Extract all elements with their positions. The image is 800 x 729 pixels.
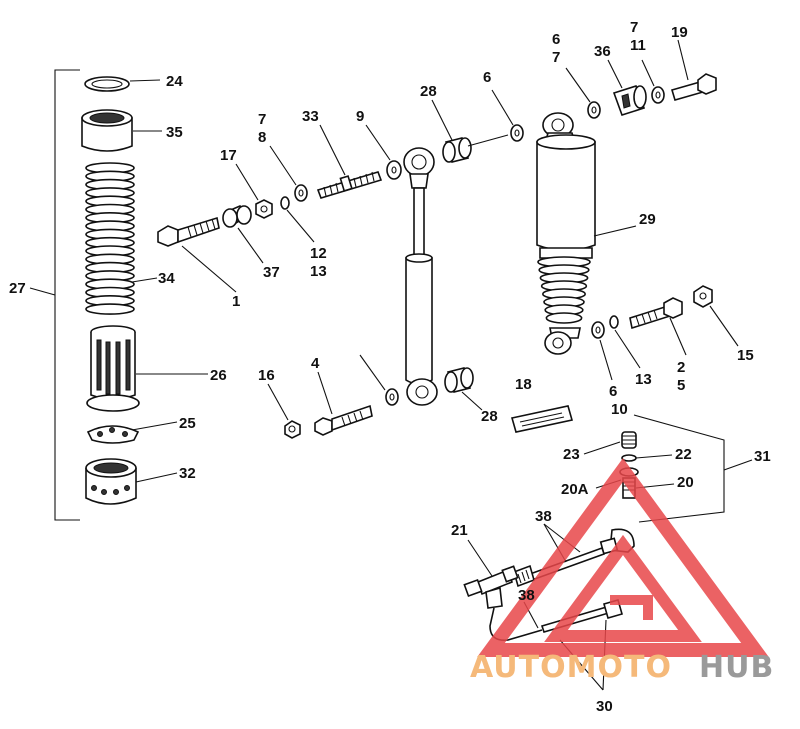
callout-31: 31 xyxy=(754,448,771,465)
callout-13b: 13 xyxy=(635,371,652,388)
damper-unit-center xyxy=(359,147,438,406)
tee-fitting-21 xyxy=(463,539,519,609)
callout-6b: 6 xyxy=(552,31,560,48)
washer-6-upper xyxy=(491,89,524,142)
callout-35: 35 xyxy=(166,124,183,141)
callout-12: 12 xyxy=(310,245,327,262)
callout-6c: 6 xyxy=(609,383,617,400)
callout-20A: 20A xyxy=(561,481,589,498)
callout-6a: 6 xyxy=(483,69,491,86)
oring-22 xyxy=(621,454,673,462)
callout-38a: 38 xyxy=(535,508,552,525)
bushing-28-lower xyxy=(444,367,483,411)
callout-25: 25 xyxy=(179,415,196,432)
callout-38b: 38 xyxy=(518,587,535,604)
callout-36: 36 xyxy=(594,43,611,60)
washer-9 xyxy=(365,124,402,180)
callout-10: 10 xyxy=(611,401,628,418)
adjuster-plate-25 xyxy=(86,421,178,444)
callout-7a: 7 xyxy=(258,111,266,128)
callout-11: 11 xyxy=(630,37,646,54)
nut-15 xyxy=(693,285,739,347)
bracket-31 xyxy=(633,414,753,523)
watermark-triangle-logo xyxy=(477,458,769,657)
washer-6-right xyxy=(565,67,601,119)
callout-37: 37 xyxy=(263,264,280,281)
callout-9: 9 xyxy=(356,108,364,125)
callout-28b: 28 xyxy=(481,408,498,425)
callout-26: 26 xyxy=(210,367,227,384)
callout-18: 18 xyxy=(515,376,532,393)
nut-16 xyxy=(267,383,301,439)
callout-7b: 7 xyxy=(552,49,560,66)
washer-8 xyxy=(269,145,308,202)
watermark-text-primary: AUTOMOTO xyxy=(470,650,672,685)
label-plate-18 xyxy=(510,405,574,433)
bracket-27 xyxy=(29,69,80,521)
callout-23: 23 xyxy=(563,446,580,463)
nut-17 xyxy=(235,163,273,219)
callout-1: 1 xyxy=(232,293,240,310)
callout-21: 21 xyxy=(451,522,468,539)
callout-4: 4 xyxy=(311,355,320,372)
callout-15: 15 xyxy=(737,347,754,364)
callout-13a: 13 xyxy=(310,263,327,280)
spring-seat-35 xyxy=(81,109,162,152)
callout-labels: 24 35 34 27 26 25 32 17 7 8 33 9 28 6 6 … xyxy=(9,19,771,715)
bolt-19 xyxy=(671,39,717,101)
callout-16: 16 xyxy=(258,367,275,384)
washer-6-lower xyxy=(591,321,613,381)
washer-11 xyxy=(641,59,665,104)
cap-23 xyxy=(583,431,637,455)
callout-20: 20 xyxy=(677,474,694,491)
shock-absorber-29 xyxy=(536,112,637,355)
sleeve-36 xyxy=(607,59,647,116)
callout-7c: 7 xyxy=(630,19,638,36)
callout-33: 33 xyxy=(302,108,319,125)
callout-27: 27 xyxy=(9,280,26,297)
bushing-28-upper xyxy=(431,99,509,163)
washer-lower-center xyxy=(385,388,399,406)
washer-13 xyxy=(609,315,641,369)
bolt-4 xyxy=(314,371,373,436)
callout-24: 24 xyxy=(166,73,183,90)
callout-5: 5 xyxy=(677,377,685,394)
callout-28a: 28 xyxy=(420,83,437,100)
spring-coil xyxy=(85,303,135,315)
callout-8a: 8 xyxy=(258,129,266,146)
callout-19: 19 xyxy=(671,24,688,41)
retaining-ring-24 xyxy=(84,76,161,92)
washer-12 xyxy=(280,196,315,243)
bellows-fold xyxy=(545,312,583,324)
callout-17: 17 xyxy=(220,147,237,164)
spacer-37 xyxy=(222,205,264,264)
callout-2: 2 xyxy=(677,359,685,376)
bolt-1 xyxy=(157,216,237,293)
callout-29: 29 xyxy=(639,211,656,228)
watermark-text-secondary: HUB xyxy=(699,650,774,685)
spring-guide-26 xyxy=(86,325,208,412)
stud-33 xyxy=(316,124,383,199)
callout-22: 22 xyxy=(675,446,692,463)
callout-30: 30 xyxy=(596,698,613,715)
callout-34: 34 xyxy=(158,270,175,287)
callout-32: 32 xyxy=(179,465,196,482)
collar-32 xyxy=(85,458,178,505)
spring-34 xyxy=(85,162,135,315)
bolt-2 xyxy=(629,297,687,356)
